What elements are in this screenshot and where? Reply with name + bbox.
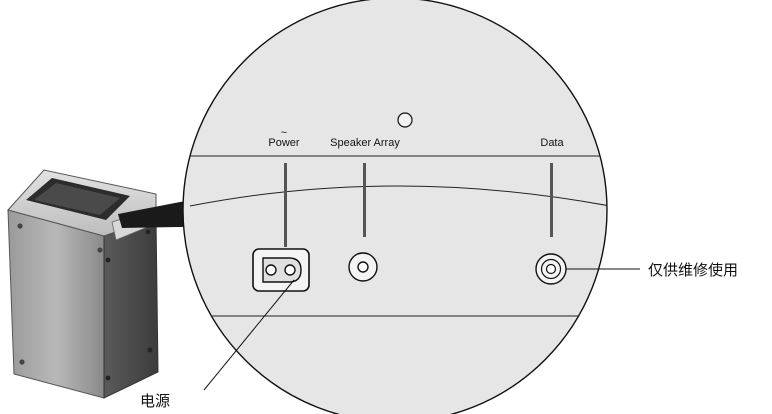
screw-icon bbox=[105, 375, 111, 381]
power-label: Power bbox=[268, 137, 300, 149]
power-callout: 电源 bbox=[140, 392, 170, 410]
device-module bbox=[7, 169, 159, 399]
power-symbol: ~ bbox=[281, 127, 287, 139]
screw-icon bbox=[105, 257, 111, 263]
speaker-array-label: Speaker Array bbox=[330, 137, 400, 149]
screw-icon bbox=[19, 359, 25, 365]
screw-icon bbox=[145, 229, 151, 235]
ac-inlet-icon bbox=[252, 248, 310, 292]
magnified-panel: ~ Power Speaker Array Data bbox=[182, 0, 608, 414]
screw-icon bbox=[97, 247, 103, 253]
service-only-callout: 仅供维修使用 bbox=[648, 261, 738, 279]
data-label: Data bbox=[540, 137, 564, 149]
power-leader-line bbox=[203, 279, 295, 391]
screw-icon bbox=[17, 223, 23, 229]
screw-icon bbox=[147, 347, 153, 353]
speaker-array-jack-icon bbox=[348, 252, 378, 282]
data-jack-icon bbox=[535, 253, 567, 285]
status-led-icon bbox=[397, 112, 413, 128]
